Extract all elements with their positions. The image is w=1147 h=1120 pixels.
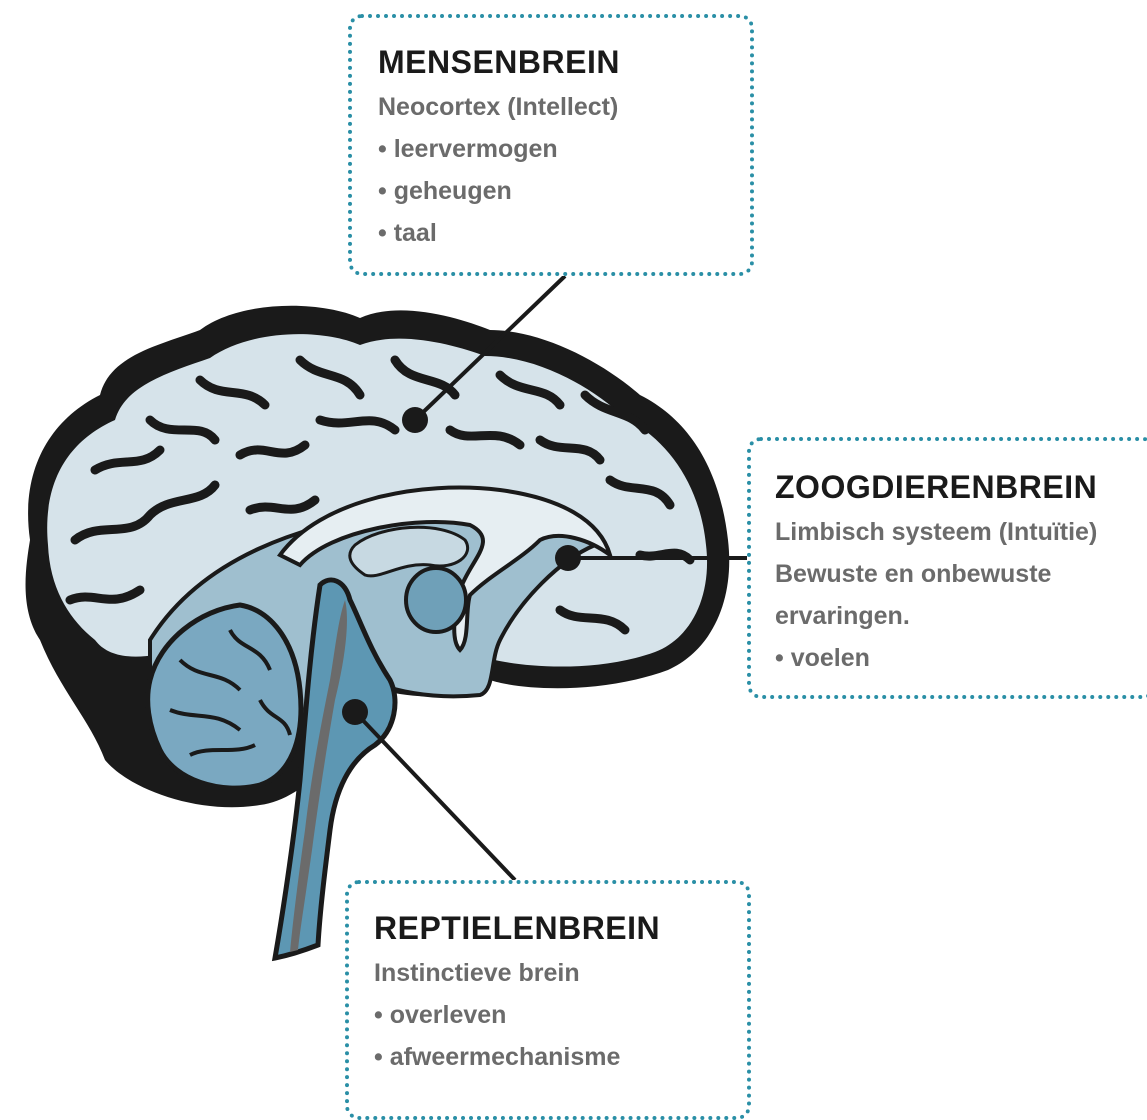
zoogdierenbrein-line: Limbisch systeem (Intuïtie): [775, 518, 1098, 546]
zoogdierenbrein-line: Bewuste en onbewuste: [775, 560, 1052, 588]
reptielenbrein-callout: REPTIELENBREIN Instinctieve brein overle…: [345, 880, 751, 1120]
gyri-grooves: [65, 355, 695, 635]
reptielenbrein-bullet: afweermechanisme: [374, 1036, 747, 1078]
cerebellum-folds: [169, 628, 292, 757]
zoogdierenbrein-callout: ZOOGDIERENBREIN Limbisch systeem (Intuït…: [747, 437, 1147, 699]
mensenbrein-bullet: taal: [378, 212, 750, 254]
zoogdierenbrein-bullet: voelen: [775, 637, 1147, 679]
leader-line-mensenbrein: [413, 274, 567, 422]
corpus-callosum: [276, 485, 614, 653]
reptielenbrein-bullet: overleven: [374, 994, 747, 1036]
mensenbrein-title: MENSENBREIN: [378, 44, 620, 80]
zoogdierenbrein-list: voelen: [775, 637, 1147, 679]
mensenbrein-bullet: geheugen: [378, 170, 750, 212]
leader-line-reptielenbrein: [353, 710, 517, 882]
mensenbrein-subtitle: Neocortex (Intellect): [378, 93, 619, 121]
mensenbrein-bullet: leervermogen: [378, 128, 750, 170]
dot-zoogdierenbrein: [555, 545, 581, 571]
inner-structure: [348, 525, 469, 578]
zoogdierenbrein-line: ervaringen.: [775, 602, 910, 630]
mensenbrein-callout: MENSENBREIN Neocortex (Intellect) leerve…: [348, 14, 754, 276]
brainstem-channel: [290, 600, 347, 952]
reptielenbrein-title: REPTIELENBREIN: [374, 910, 661, 946]
dot-reptielenbrein: [342, 699, 368, 725]
mensenbrein-list: leervermogen geheugen taal: [378, 128, 750, 254]
thalamus: [404, 566, 468, 634]
reptielenbrein-subtitle: Instinctieve brein: [374, 959, 580, 987]
zoogdierenbrein-title: ZOOGDIERENBREIN: [775, 469, 1098, 505]
reptielenbrein-list: overleven afweermechanisme: [374, 994, 747, 1078]
dot-mensenbrein: [402, 407, 428, 433]
cerebellum: [145, 602, 304, 791]
